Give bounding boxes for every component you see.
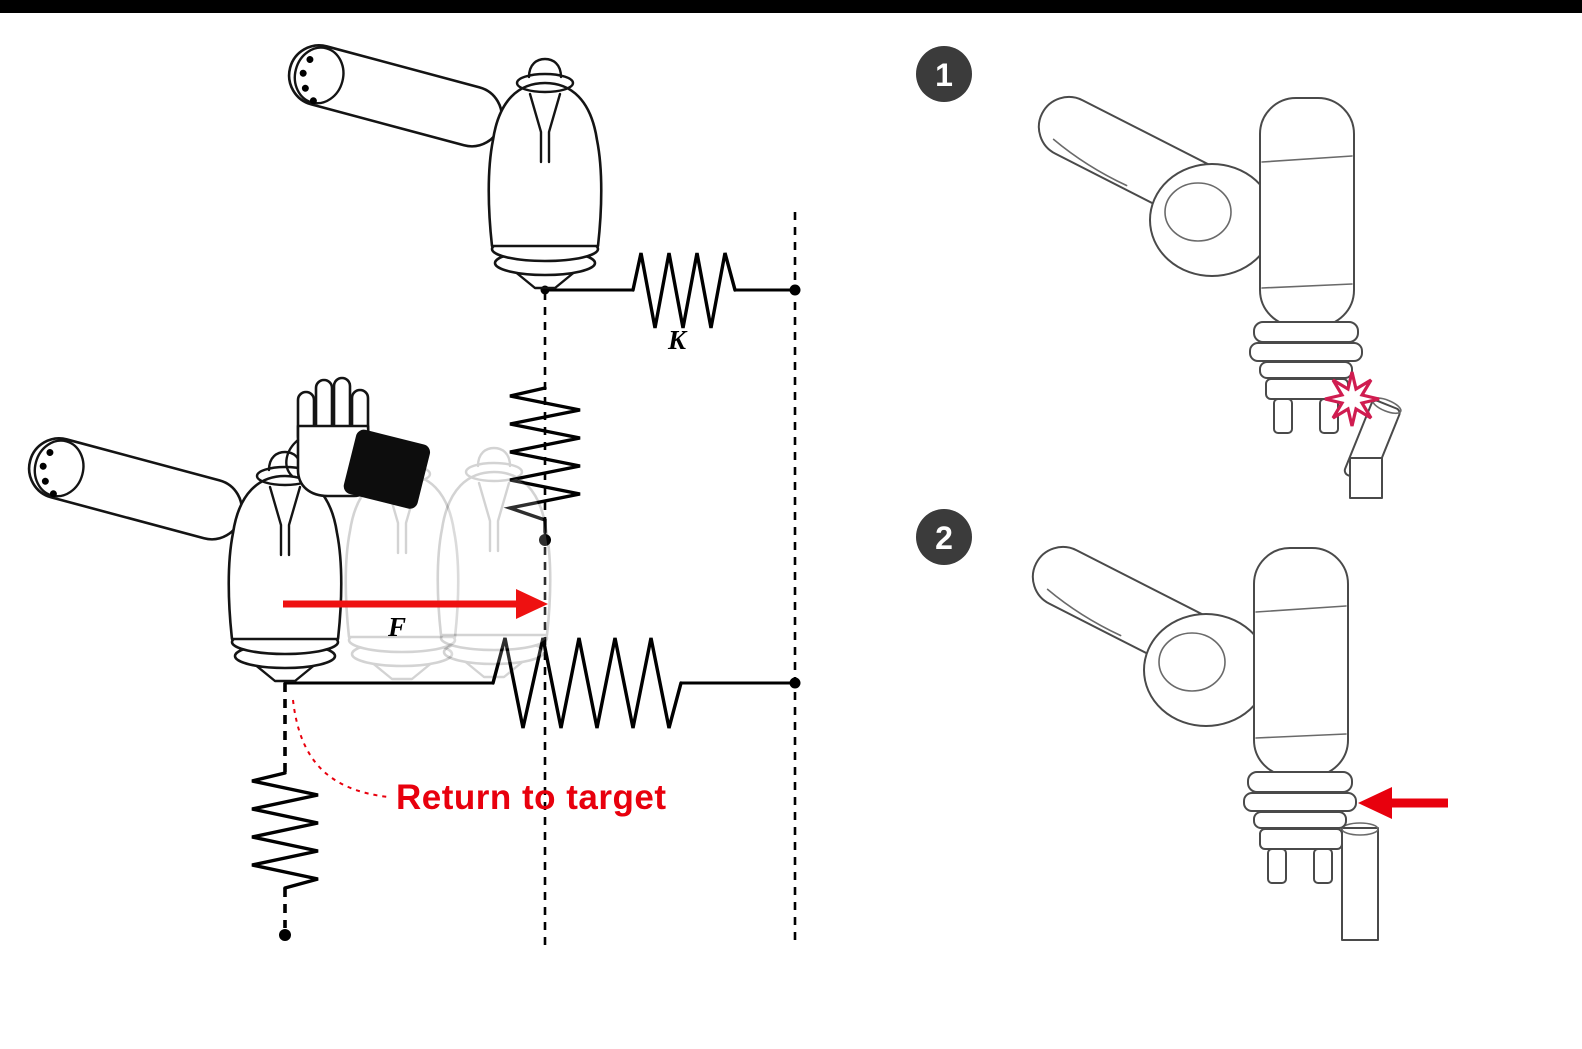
push-arrow-icon	[1358, 787, 1448, 819]
spring-k	[631, 252, 737, 329]
vertical-spring-left	[251, 683, 319, 941]
top-bar	[0, 0, 1582, 13]
step-1-badge: 1	[916, 46, 972, 102]
robot-arm-step-1	[1027, 85, 1402, 499]
anchor-dot	[789, 677, 801, 689]
robot-arm-step-2	[1021, 535, 1448, 941]
anchor-dot	[279, 929, 291, 941]
spring-k-assembly: K	[540, 252, 801, 355]
robot-tool-target	[282, 39, 601, 288]
anchor-dot	[789, 284, 801, 296]
svg-text:2: 2	[935, 520, 953, 556]
force-label: F	[387, 612, 406, 642]
stop-hand-icon	[285, 376, 431, 509]
svg-text:1: 1	[935, 57, 953, 93]
ghost-tool	[436, 446, 552, 679]
step-2-badge: 2	[916, 509, 972, 565]
return-annotation: Return to target	[396, 778, 667, 817]
collision-star-icon	[1324, 371, 1380, 427]
sleeve	[343, 429, 431, 509]
return-arc	[292, 699, 389, 798]
peg	[1341, 827, 1379, 941]
robot-tool-current	[22, 432, 341, 681]
stiffness-label: K	[667, 325, 688, 355]
force-arrow: F	[283, 589, 548, 642]
peg-base	[1349, 457, 1383, 499]
horizontal-spring-large	[283, 637, 801, 729]
